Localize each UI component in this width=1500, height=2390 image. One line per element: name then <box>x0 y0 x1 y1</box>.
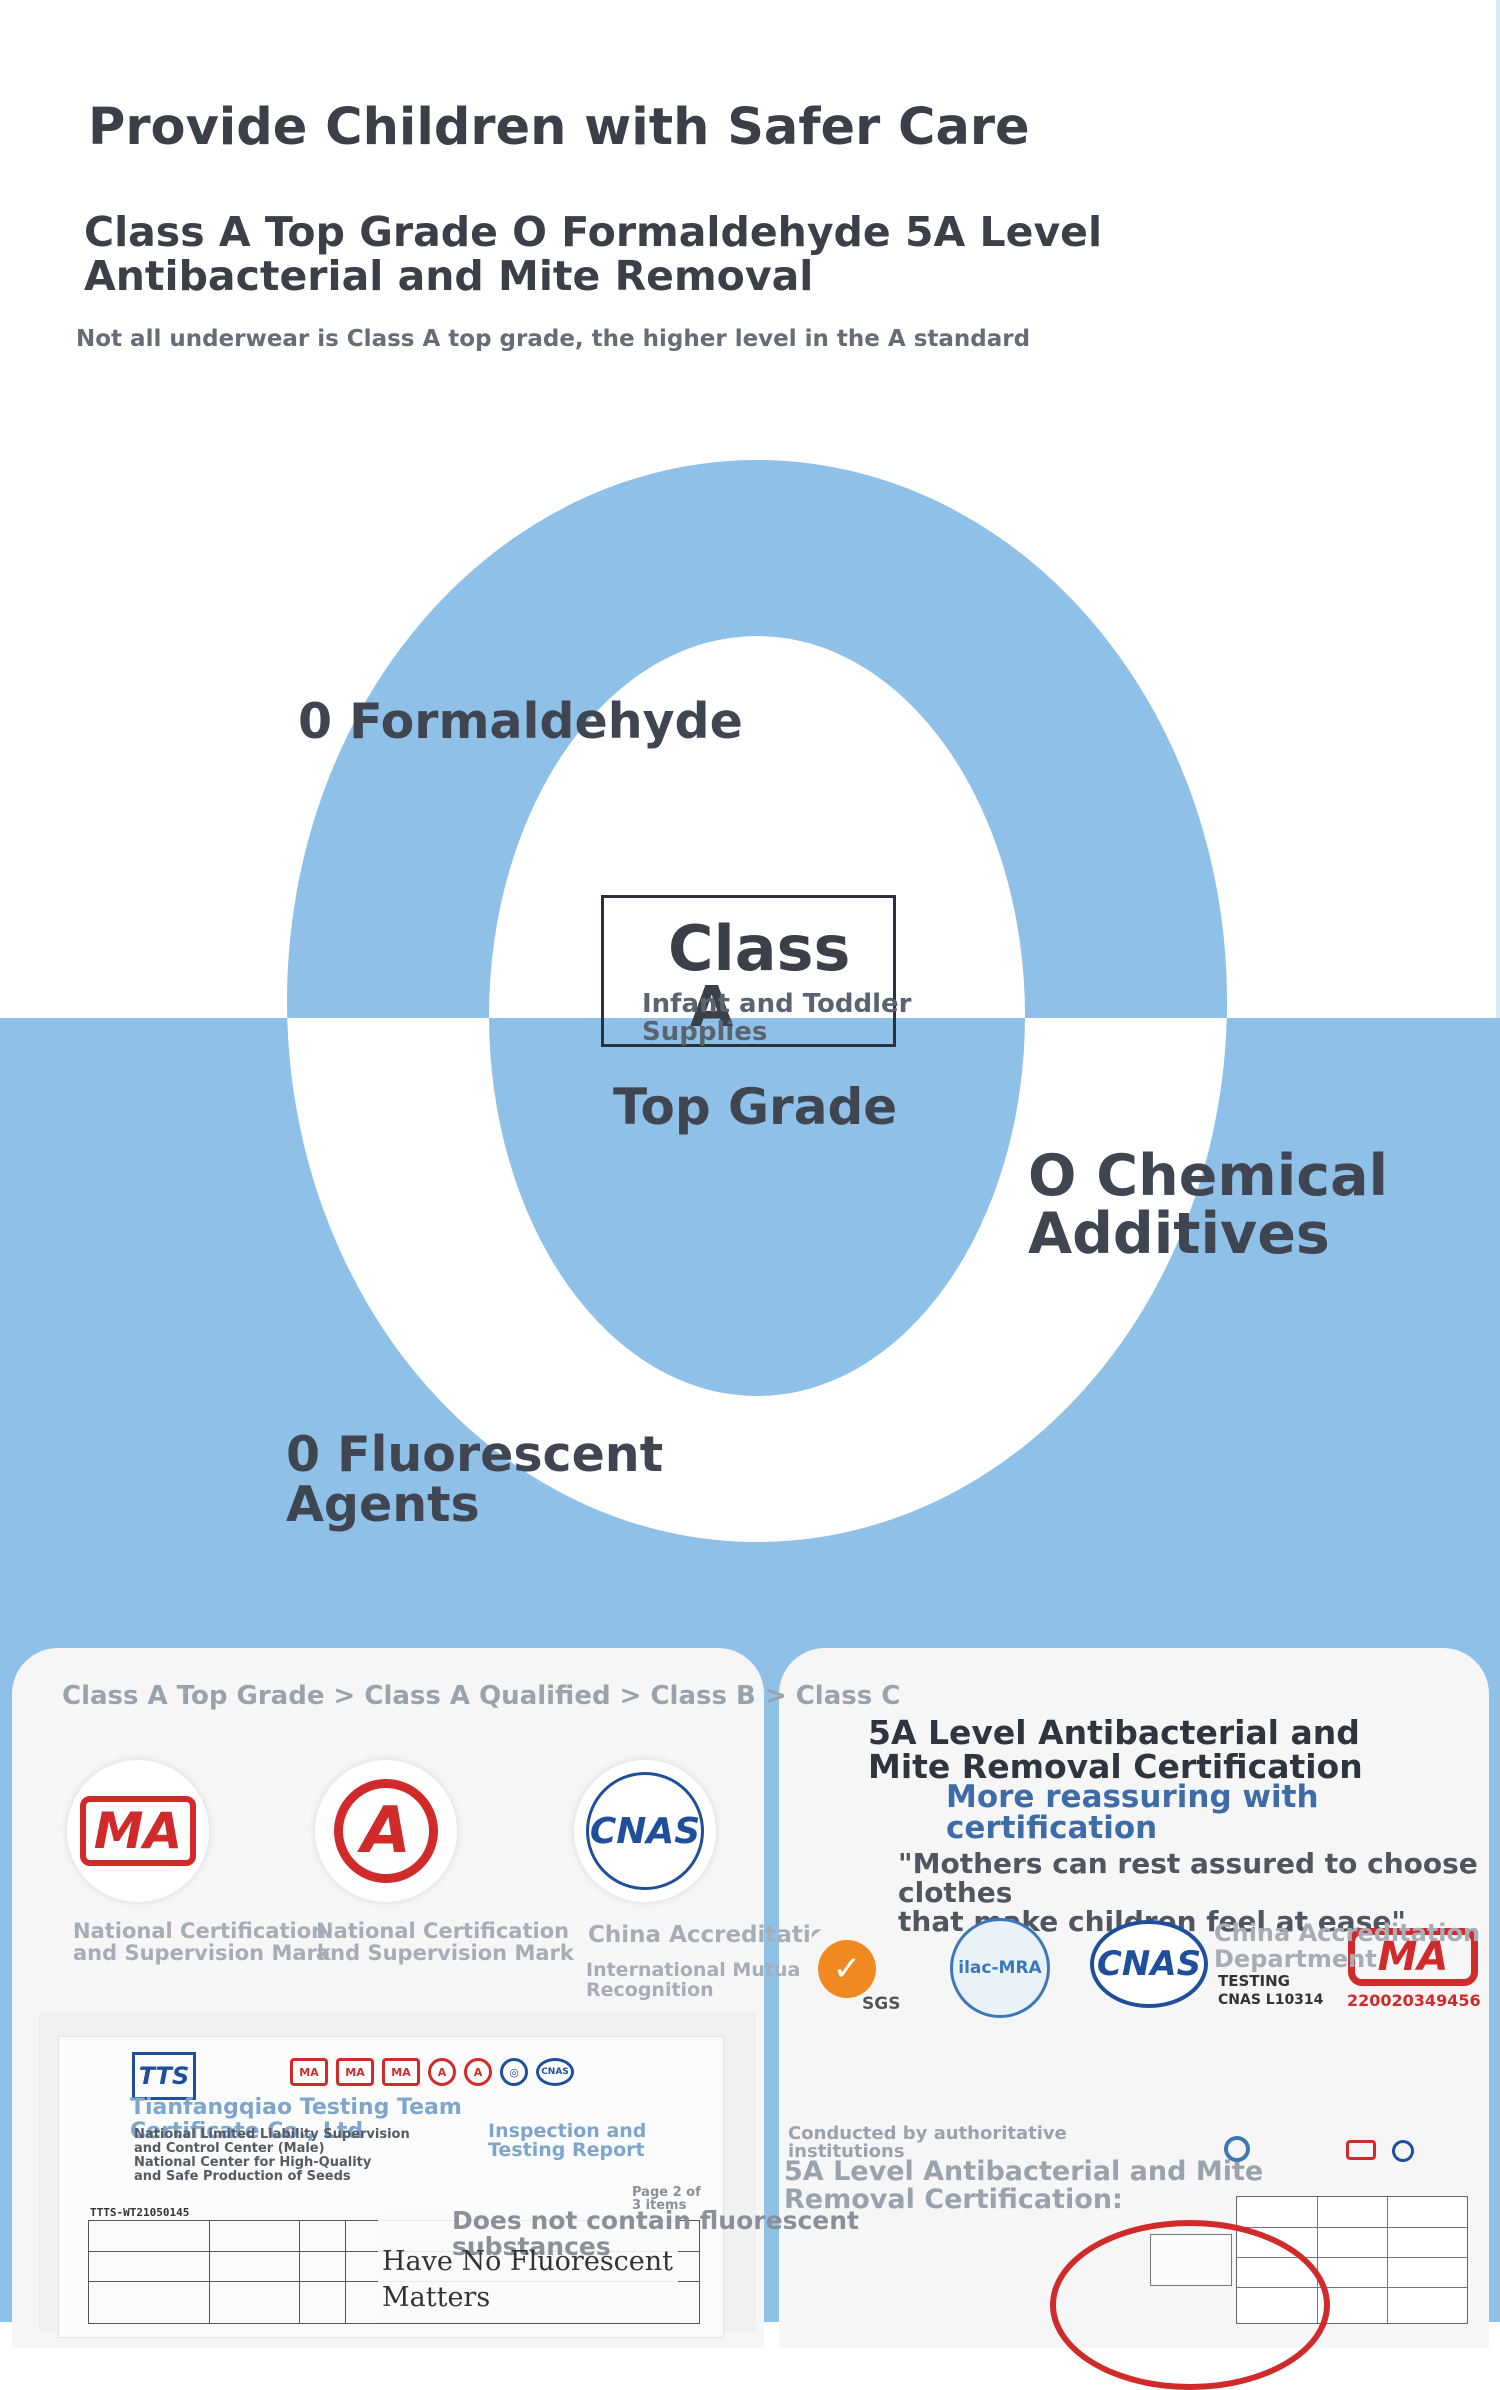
cma-right-logo-icon: MA <box>1348 1928 1478 1986</box>
zero-ring-graphic <box>287 460 1227 1542</box>
mini-cal-icon: A <box>464 2058 492 2086</box>
small-cma-icon <box>1346 2140 1376 2160</box>
report-team: Tianfangqiao Testing Team Certificate Co… <box>130 2095 462 2144</box>
page-title: Provide Children with Safer Care <box>88 98 1030 157</box>
zero-formaldehyde-label: 0 Formaldehyde <box>298 693 743 750</box>
cal-caption: National Certification and Supervision M… <box>316 1919 574 1965</box>
page-note: Not all underwear is Class A top grade, … <box>76 326 1031 352</box>
page-subtitle: Class A Top Grade O Formaldehyde 5A Leve… <box>84 208 1103 300</box>
badge-a-text: A <box>690 975 734 1040</box>
zero-chemical-label: O Chemical Additives <box>1028 1143 1389 1267</box>
cma-code: 220020349456 <box>1347 1991 1481 2010</box>
mini-cnas-icon: CNAS <box>536 2058 574 2086</box>
report-highlight <box>378 2214 678 2322</box>
ttts-logo-icon: TTS <box>132 2052 196 2100</box>
cma-seal: MA <box>67 1760 209 1902</box>
report-supervision: National Limited Liability Supervision a… <box>134 2127 410 2184</box>
ilac-logo-icon: ilac-MRA <box>950 1918 1050 2018</box>
china-accreditation-label: China Accreditation Department <box>1214 1919 1481 1973</box>
top-grade-label: Top Grade <box>613 1078 898 1136</box>
mini-cma-icon: MA <box>336 2058 374 2086</box>
right-panel-reassuring: More reassuring with certification <box>946 1779 1319 1846</box>
does-not-contain-text: Does not contain fluorescent substances <box>452 2206 859 2261</box>
report-logo-row: MA MA MA A A ◎ CNAS <box>290 2058 574 2086</box>
grade-chain: Class A Top Grade > Class A Qualified > … <box>62 1681 901 1711</box>
report-page-number: Page 2 of 3 items <box>632 2185 701 2213</box>
mini-cma-icon: MA <box>382 2058 420 2086</box>
cnas-testing-label: TESTING <box>1218 1972 1290 1990</box>
cal-seal: A <box>315 1760 457 1902</box>
right-panel-quote: "Mothers can rest assured to choose clot… <box>898 1847 1478 1938</box>
ilac-label: ilac-MRA <box>958 1958 1042 1978</box>
cma-logo-icon: MA <box>79 1796 197 1866</box>
ring-upper-half <box>287 460 1227 1018</box>
right-edge-strip <box>1496 0 1500 1018</box>
cal-logo-icon: A <box>334 1779 438 1883</box>
mini-ilac-icon: ◎ <box>500 2058 528 2086</box>
right-panel-title: 5A Level Antibacterial and Mite Removal … <box>868 1713 1363 1786</box>
sgs-logo-icon: ✓ <box>800 1922 894 2016</box>
report-number: TTTS-WT21050145 <box>90 2206 190 2219</box>
cnas-caption: China Accreditation <box>588 1922 843 1948</box>
mini-cma-icon: MA <box>290 2058 328 2086</box>
small-seal-icon <box>1224 2136 1250 2162</box>
five-a-certification-text: 5A Level Antibacterial and Mite Removal … <box>784 2156 1264 2215</box>
conducted-by-text: Conducted by authoritative institutions <box>788 2123 1067 2162</box>
certificate-inner-box <box>1150 2234 1232 2286</box>
zero-fluorescent-label: 0 Fluorescent Agents <box>286 1426 664 1533</box>
mini-cal-icon: A <box>428 2058 456 2086</box>
badge-infant-text: Infant and Toddler Supplies <box>642 989 912 1047</box>
cnas-right-label: CNAS <box>1096 1944 1202 1984</box>
small-cnas-icon <box>1392 2140 1414 2162</box>
cnas-sub-caption: International Mutual Recognition <box>586 1959 807 2001</box>
cnas-code: CNAS L10314 <box>1218 1992 1324 2008</box>
cnas-seal: CNAS <box>574 1760 716 1902</box>
report-inspection-title: Inspection and Testing Report <box>488 2120 647 2161</box>
cnas-logo-icon: CNAS <box>586 1772 704 1890</box>
sgs-label: SGS <box>862 1994 901 2014</box>
cma-caption: National Certification and Supervision M… <box>73 1919 331 1965</box>
ring-lower-half <box>287 1018 1227 1542</box>
class-a-badge-frame <box>601 895 896 1047</box>
have-no-fluorescent-text: Have No Fluorescent Matters <box>382 2246 674 2313</box>
badge-class-text: Class <box>668 912 851 985</box>
cnas-right-logo-icon: CNAS <box>1090 1920 1208 2008</box>
